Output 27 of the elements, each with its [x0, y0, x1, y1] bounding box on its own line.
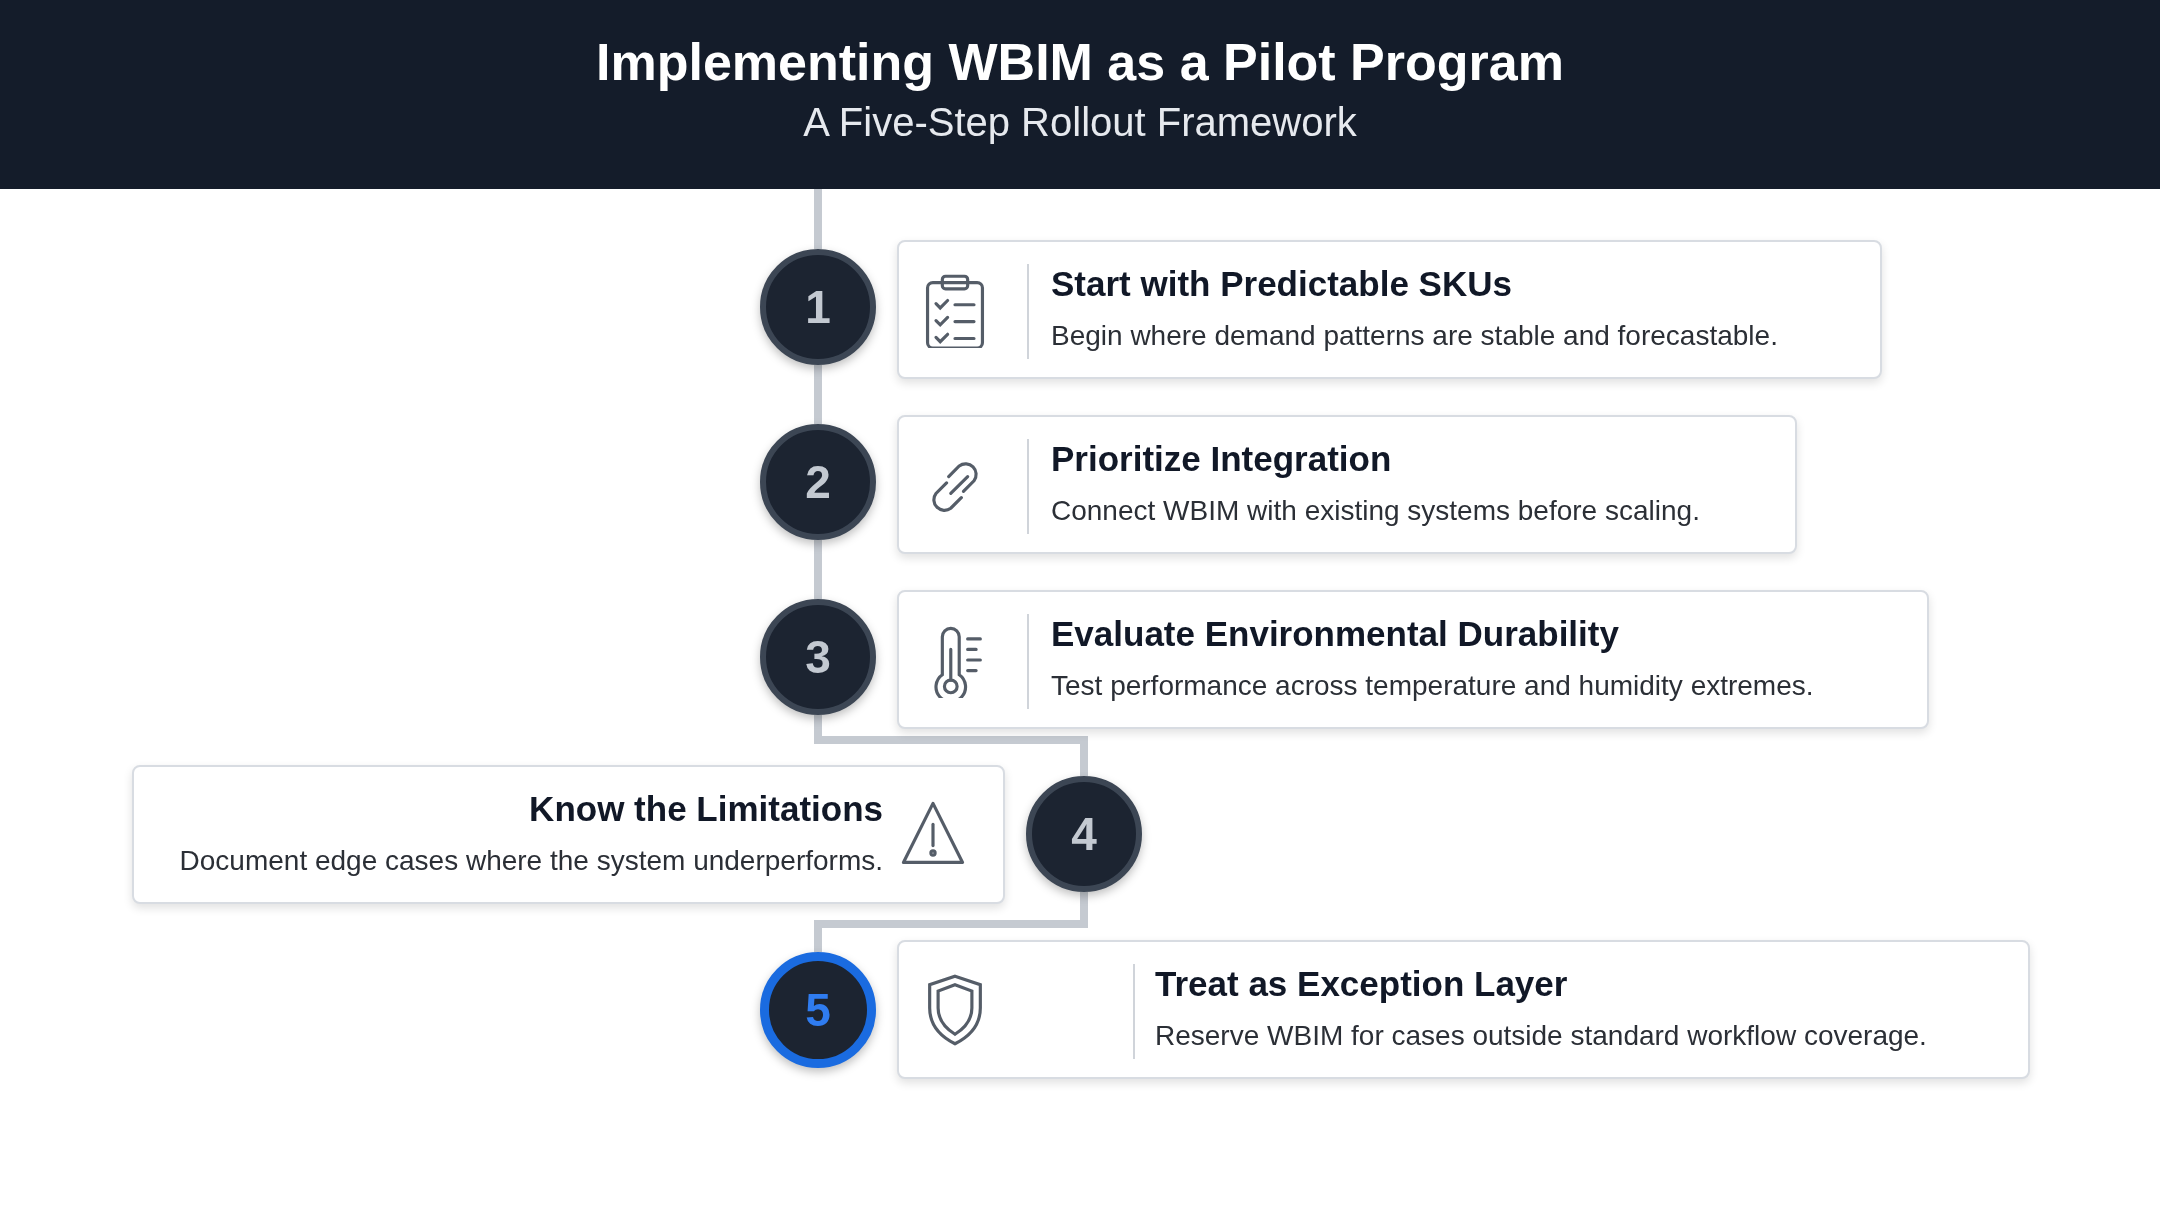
- timeline-line: [814, 189, 822, 249]
- step-number-circle: 1: [760, 249, 876, 365]
- step-description: Test performance across temperature and humidity extremes.: [1051, 670, 1814, 702]
- step-card: [897, 415, 1797, 554]
- title: Implementing WBIM as a Pilot Program: [596, 32, 1564, 92]
- step-number-circle: 4: [1026, 776, 1142, 892]
- step-card: [897, 940, 2030, 1079]
- step-title: Prioritize Integration: [1051, 439, 1392, 479]
- step-description: Begin where demand patterns are stable and forecastable.: [1051, 320, 1778, 352]
- step-title: Start with Predictable SKUs: [1051, 264, 1512, 304]
- timeline-line: [814, 540, 822, 599]
- step-card: [897, 240, 1882, 379]
- step-number-circle: 2: [760, 424, 876, 540]
- timeline-line: [814, 365, 822, 424]
- step-card: [897, 590, 1929, 729]
- step-card: [132, 765, 1005, 904]
- step-title: Treat as Exception Layer: [1155, 964, 1568, 1004]
- step-description: Reserve WBIM for cases outside standard workflow coverage.: [1155, 1020, 1927, 1052]
- timeline-line: [814, 715, 1088, 776]
- step-description: Document edge cases where the system underperforms.: [179, 845, 883, 877]
- step-title: Evaluate Environmental Durability: [1051, 614, 1619, 654]
- subtitle: A Five-Step Rollout Framework: [803, 100, 1357, 145]
- step-title: Know the Limitations: [529, 789, 883, 829]
- step-description: Connect WBIM with existing systems before scaling.: [1051, 495, 1700, 527]
- timeline-line: [814, 892, 1088, 952]
- step-number-circle: 5: [760, 952, 876, 1068]
- step-number-circle: 3: [760, 599, 876, 715]
